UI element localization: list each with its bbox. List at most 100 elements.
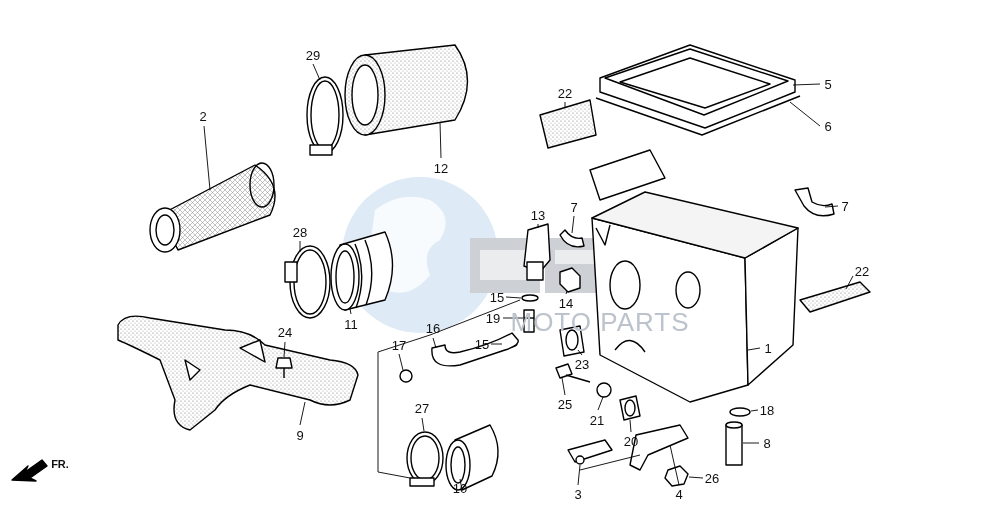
callout-number: 29	[306, 49, 320, 62]
part-outline	[610, 261, 640, 309]
leader-line	[598, 397, 603, 410]
part-outline	[568, 440, 612, 462]
callout-number: 10	[453, 482, 467, 495]
part-outline	[283, 368, 284, 378]
leader-line	[284, 342, 285, 357]
part-outline	[592, 192, 798, 258]
part-outline	[560, 268, 580, 292]
part-outline	[307, 77, 343, 153]
part-outline	[576, 456, 584, 464]
part-outline	[310, 145, 332, 155]
part-outline	[410, 478, 434, 486]
part-outline	[407, 432, 443, 484]
leader-line	[506, 297, 521, 298]
leader-line	[630, 420, 631, 432]
leader-line	[846, 276, 853, 289]
leader-line	[491, 344, 502, 345]
leader-line	[790, 102, 820, 126]
part-outline	[240, 340, 265, 362]
part-outline	[12, 45, 870, 490]
part-outline	[156, 215, 174, 245]
part-outline	[596, 225, 610, 245]
callout-number: 24	[278, 326, 292, 339]
leader-line	[580, 455, 640, 470]
callout-number: 27	[415, 402, 429, 415]
part-outline	[522, 295, 538, 301]
callout-number: 19	[486, 312, 500, 325]
part-outline	[250, 163, 274, 207]
part-outline	[355, 240, 372, 308]
callout-number: 11	[344, 318, 358, 331]
callout-number: 23	[575, 358, 589, 371]
callout-number: 15	[490, 291, 504, 304]
part-outline	[331, 244, 359, 310]
leader-line	[422, 418, 424, 431]
leader-line	[378, 352, 410, 478]
leader-line	[204, 64, 853, 490]
part-outline	[726, 422, 742, 428]
leader-line	[572, 216, 574, 233]
direction-label: FR.	[51, 459, 69, 470]
part-outline	[605, 49, 788, 115]
leader-line	[378, 300, 520, 352]
part-outline	[311, 81, 339, 149]
part-outline	[294, 250, 326, 314]
leader-line	[204, 126, 210, 190]
callout-number: 17	[392, 339, 406, 352]
callout-number: 6	[824, 120, 831, 133]
callout-number: 12	[434, 162, 448, 175]
part-outline	[400, 370, 412, 382]
callout-number: 1	[764, 342, 771, 355]
part-outline	[411, 436, 439, 480]
part-outline	[665, 466, 688, 486]
part-outline	[620, 396, 640, 420]
callout-number: 5	[824, 78, 831, 91]
callout-number: 3	[574, 488, 581, 501]
leader-line	[751, 410, 758, 411]
part-outline	[620, 58, 770, 108]
callout-number: 16	[426, 322, 440, 335]
callout-number: 14	[559, 297, 573, 310]
part-outline	[336, 251, 354, 303]
part-outline	[590, 150, 665, 200]
part-outline	[451, 447, 465, 483]
callout-number: 26	[705, 472, 719, 485]
part-outline	[676, 272, 700, 308]
part-outline	[276, 358, 292, 368]
callout-number: 25	[558, 398, 572, 411]
leader-line	[440, 122, 441, 158]
part-outline	[800, 282, 870, 312]
part-outline	[795, 188, 834, 216]
callout-number: 9	[296, 429, 303, 442]
callout-number: 22	[855, 265, 869, 278]
leader-line	[748, 348, 760, 350]
callout-number: 8	[763, 437, 770, 450]
leader-line	[825, 206, 838, 207]
part-outline	[625, 400, 635, 416]
leader-line	[743, 443, 759, 444]
leader-line	[578, 465, 580, 485]
part-outline	[352, 65, 378, 125]
part-outline	[630, 425, 688, 470]
callout-number: 18	[760, 404, 774, 417]
part-outline	[600, 45, 795, 128]
callout-number: 4	[675, 488, 682, 501]
leader-line	[562, 378, 565, 395]
part-outline	[730, 408, 750, 416]
part-outline	[615, 340, 645, 352]
leader-line	[350, 309, 351, 314]
callout-number: 20	[624, 435, 638, 448]
callout-number: 15	[475, 338, 489, 351]
leader-line	[538, 224, 539, 228]
leader-line	[300, 402, 305, 425]
part-outline	[566, 375, 590, 382]
callout-number: 2	[199, 110, 206, 123]
part-outline	[118, 316, 358, 430]
part-outline	[597, 383, 611, 397]
leader-line	[565, 102, 566, 108]
leader-line	[578, 350, 582, 355]
callout-number: 28	[293, 226, 307, 239]
part-outline	[527, 262, 543, 280]
